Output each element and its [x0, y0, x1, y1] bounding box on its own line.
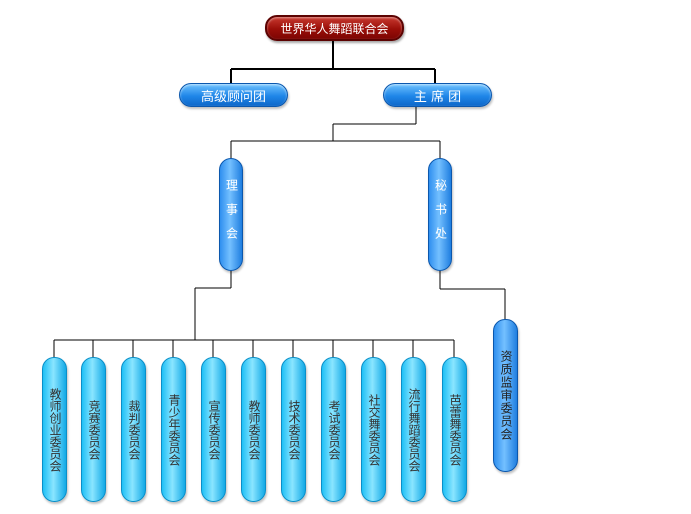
- council-label: 理事会: [224, 178, 239, 251]
- secretariat-node: 秘书处: [428, 158, 452, 271]
- committee-node-2: 裁判委员会: [121, 357, 146, 502]
- committee-label: 技术委员会: [287, 399, 301, 460]
- committee-node-8: 社交舞委员会: [361, 357, 386, 502]
- qualification-label: 资质监审委员会: [499, 350, 513, 441]
- committee-node-5: 教师委员会: [241, 357, 266, 502]
- committee-node-4: 宣传委员会: [201, 357, 226, 502]
- committee-node-3: 青少年委员会: [161, 357, 186, 502]
- committee-label: 考试委员会: [327, 399, 341, 460]
- advisory-label: 高级顾问团: [200, 89, 266, 105]
- presidium-label: 主 席 团: [413, 89, 462, 105]
- root-node: 世界华人舞蹈联合会: [265, 15, 404, 41]
- committee-node-10: 芭蕾舞委员会: [442, 357, 467, 502]
- committee-node-0: 教师创业委员会: [42, 357, 67, 502]
- root-label: 世界华人舞蹈联合会: [280, 21, 389, 36]
- committee-label: 竞赛委员会: [87, 399, 101, 460]
- committee-label: 流行舞蹈委员会: [407, 387, 421, 472]
- committee-label: 社交舞委员会: [367, 393, 381, 466]
- committee-node-6: 技术委员会: [281, 357, 306, 502]
- presidium-node: 主 席 团: [383, 83, 492, 107]
- committee-label: 教师创业委员会: [48, 387, 62, 472]
- committee-node-1: 竞赛委员会: [81, 357, 106, 502]
- committee-node-9: 流行舞蹈委员会: [401, 357, 426, 502]
- qualification-node: 资质监审委员会: [493, 319, 518, 472]
- committee-label: 裁判委员会: [127, 399, 141, 460]
- committee-label: 宣传委员会: [207, 399, 221, 460]
- secretariat-label: 秘书处: [433, 178, 448, 251]
- council-node: 理事会: [219, 158, 243, 271]
- committee-label: 芭蕾舞委员会: [448, 393, 462, 466]
- committee-label: 教师委员会: [247, 399, 261, 460]
- committee-label: 青少年委员会: [167, 393, 181, 466]
- advisory-node: 高级顾问团: [179, 83, 288, 107]
- committee-node-7: 考试委员会: [321, 357, 346, 502]
